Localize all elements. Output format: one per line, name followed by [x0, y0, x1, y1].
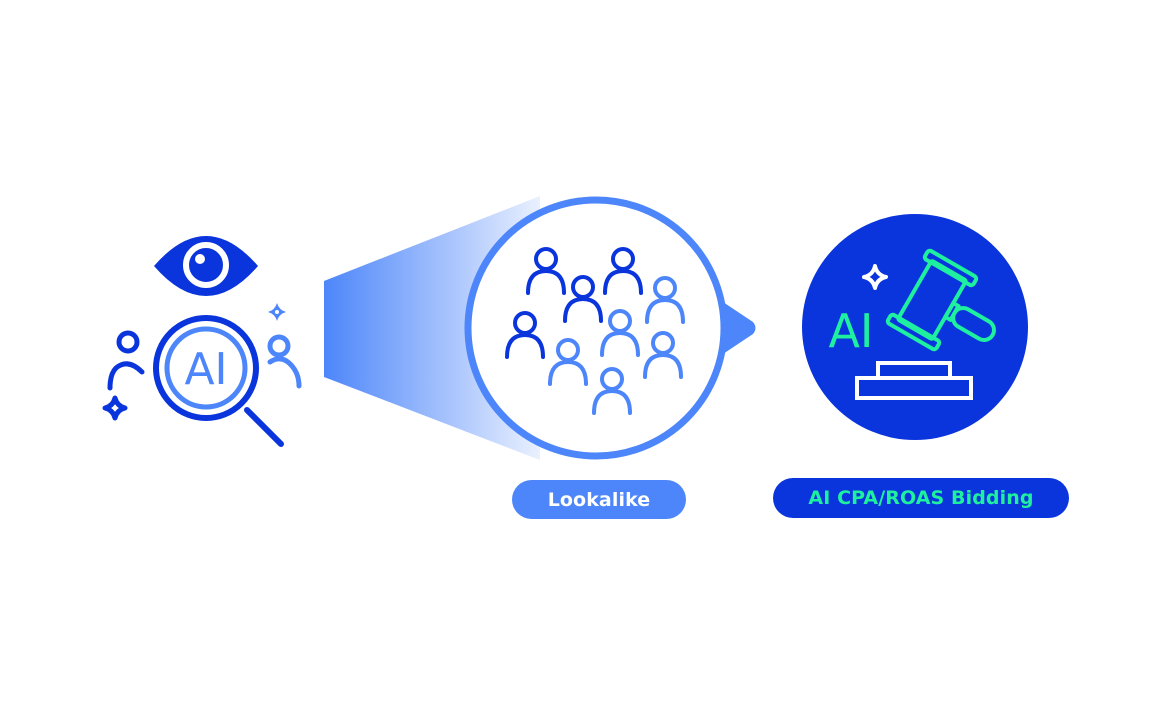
bidding-label: AI CPA/ROAS Bidding: [773, 478, 1069, 518]
arrow-pointer: [720, 300, 756, 356]
bidding-icon: AI: [802, 214, 1028, 440]
magnifier-ai-text: AI: [184, 344, 227, 395]
person-icon: [267, 334, 302, 389]
sparkle-icon: [862, 264, 888, 290]
lookalike-icon: [464, 196, 756, 460]
ai-audience-analysis-icon: AI: [102, 236, 302, 447]
person-icon: [107, 330, 145, 391]
sparkle-icon: [268, 303, 286, 321]
eye-icon: [154, 236, 258, 296]
gavel-icon: [885, 248, 996, 352]
sparkle-icon: [102, 395, 128, 421]
gavel-base: [855, 361, 973, 400]
lookalike-label: Lookalike: [512, 480, 686, 519]
gavel-ai-text: AI: [828, 304, 873, 358]
magnifier-icon: AI: [153, 315, 284, 447]
people-group-icon: [505, 247, 685, 415]
